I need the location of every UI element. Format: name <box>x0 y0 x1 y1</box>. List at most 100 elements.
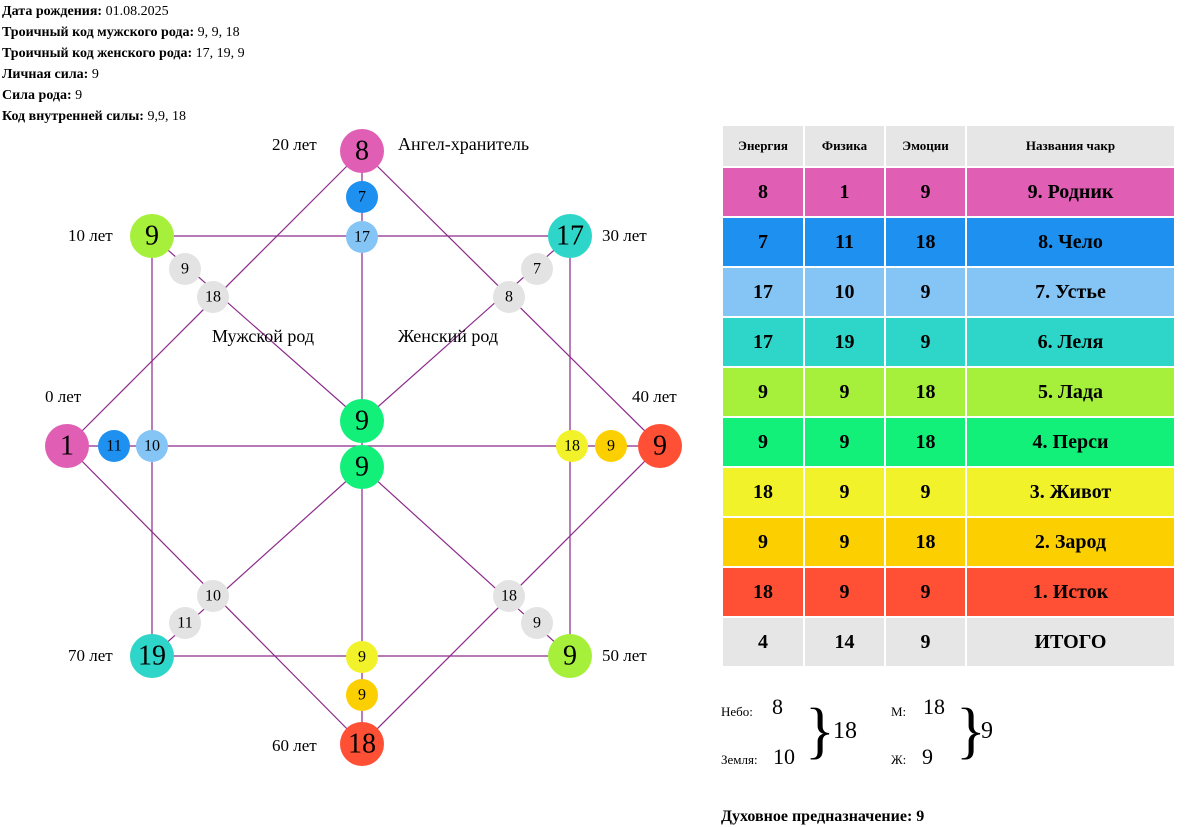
earth-label: Земля: <box>721 752 758 767</box>
small-node-left-inner2-value: 10 <box>144 438 160 455</box>
mf-total: 9 <box>981 718 993 744</box>
sky-value: 8 <box>772 694 783 719</box>
info-male-code: Троичный код мужского рода: 9, 9, 18 <box>2 25 240 40</box>
main-node-center-lower: 9 <box>340 445 384 489</box>
main-node-topleft: 9 <box>130 214 174 258</box>
chakra-table-header: Энергия Физика Эмоции Названия чакр <box>721 124 1176 168</box>
main-node-right: 9 <box>638 424 682 468</box>
small-node-left-inner1-circle <box>98 430 130 462</box>
info-personal-power: Личная сила: 9 <box>2 67 99 82</box>
cell-emotions: 9 <box>884 616 967 668</box>
small-node-tl-inner2-circle <box>197 281 229 313</box>
small-node-bottom-inner1-circle <box>346 679 378 711</box>
cell-emotions: 18 <box>884 516 967 568</box>
small-node-tl-inner2: 18 <box>197 281 229 313</box>
small-node-left-inner1: 11 <box>98 430 130 462</box>
main-node-topright: 17 <box>548 214 592 258</box>
small-node-bottom-inner1-value: 9 <box>358 687 366 704</box>
cell-chakra-name: 1. Исток <box>965 566 1176 618</box>
cell-emotions: 18 <box>884 216 967 268</box>
main-node-bottomright: 9 <box>548 634 592 678</box>
main-node-center-upper-circle <box>340 399 384 443</box>
cell-energy: 4 <box>721 616 805 668</box>
small-node-bottom-inner2: 9 <box>346 641 378 673</box>
small-node-br-inner1-circle <box>521 607 553 639</box>
cell-chakra-name: 4. Перси <box>965 416 1176 468</box>
small-node-right-inner1-circle <box>595 430 627 462</box>
small-node-bottom-inner2-value: 9 <box>358 649 366 666</box>
age-label-70: 70 лет <box>68 646 113 665</box>
cell-energy: 9 <box>721 416 805 468</box>
small-node-right-inner1-value: 9 <box>607 438 615 455</box>
cell-chakra-name: ИТОГО <box>965 616 1176 668</box>
cell-physics: 9 <box>803 466 886 518</box>
cell-emotions: 9 <box>884 166 967 218</box>
main-node-top-circle <box>340 129 384 173</box>
main-node-bottomleft: 19 <box>130 634 174 678</box>
small-node-br-inner2: 18 <box>493 580 525 612</box>
main-node-bottom: 18 <box>340 722 384 766</box>
cell-energy: 9 <box>721 366 805 418</box>
small-node-tr-inner1-circle <box>521 253 553 285</box>
info-family-power: Сила рода: 9 <box>2 88 83 103</box>
cell-chakra-name: 6. Леля <box>965 316 1176 368</box>
small-node-top-inner1-value: 7 <box>358 189 366 206</box>
cell-emotions: 18 <box>884 416 967 468</box>
cell-physics: 9 <box>803 566 886 618</box>
cell-emotions: 18 <box>884 366 967 418</box>
small-node-top-inner2: 17 <box>346 221 378 253</box>
info-birthdate: Дата рождения: 01.08.2025 <box>2 4 169 19</box>
small-node-bottom-inner2-circle <box>346 641 378 673</box>
cell-energy: 7 <box>721 216 805 268</box>
cell-energy: 9 <box>721 516 805 568</box>
cell-energy: 18 <box>721 466 805 518</box>
main-node-topright-value: 17 <box>556 221 584 252</box>
header-energy: Энергия <box>721 124 805 168</box>
cell-physics: 14 <box>803 616 886 668</box>
earth-value: 10 <box>773 744 795 769</box>
small-node-tl-inner1-circle <box>169 253 201 285</box>
header-physics: Физика <box>803 124 886 168</box>
main-node-left-circle <box>45 424 89 468</box>
age-label-60: 60 лет <box>272 736 317 755</box>
main-node-top-value: 8 <box>355 136 369 167</box>
cell-energy: 17 <box>721 316 805 368</box>
small-node-tr-inner2-value: 8 <box>505 289 513 306</box>
cell-physics: 9 <box>803 516 886 568</box>
main-node-bottomright-circle <box>548 634 592 678</box>
cell-energy: 18 <box>721 566 805 618</box>
small-node-bl-inner2-circle <box>197 580 229 612</box>
main-node-bottomright-value: 9 <box>563 641 577 672</box>
main-node-center-lower-value: 9 <box>355 452 369 483</box>
info-inner-power-code: Код внутренней силы: 9,9, 18 <box>2 109 186 124</box>
header-emotions: Эмоции <box>884 124 967 168</box>
spiritual-purpose-value: 9 <box>916 808 925 825</box>
f-label: Ж: <box>891 752 907 767</box>
info-block: Дата рождения: 01.08.2025 Троичный код м… <box>2 1 245 127</box>
small-node-br-inner2-value: 18 <box>501 588 517 605</box>
small-node-left-inner2: 10 <box>136 430 168 462</box>
small-node-right-inner2-value: 18 <box>564 438 580 455</box>
small-node-right-inner1: 9 <box>595 430 627 462</box>
main-node-top: 8 <box>340 129 384 173</box>
small-node-br-inner1: 9 <box>521 607 553 639</box>
spiritual-purpose-label: Духовное предназначение: <box>721 808 913 825</box>
spiritual-purpose: Духовное предназначение: 9 <box>721 808 924 826</box>
sky-label: Небо: <box>721 704 753 719</box>
small-node-tr-inner2: 8 <box>493 281 525 313</box>
main-node-right-value: 9 <box>653 431 667 462</box>
main-node-topright-circle <box>548 214 592 258</box>
small-node-top-inner1-circle <box>346 181 378 213</box>
sky-earth-total: 18 <box>833 718 857 744</box>
